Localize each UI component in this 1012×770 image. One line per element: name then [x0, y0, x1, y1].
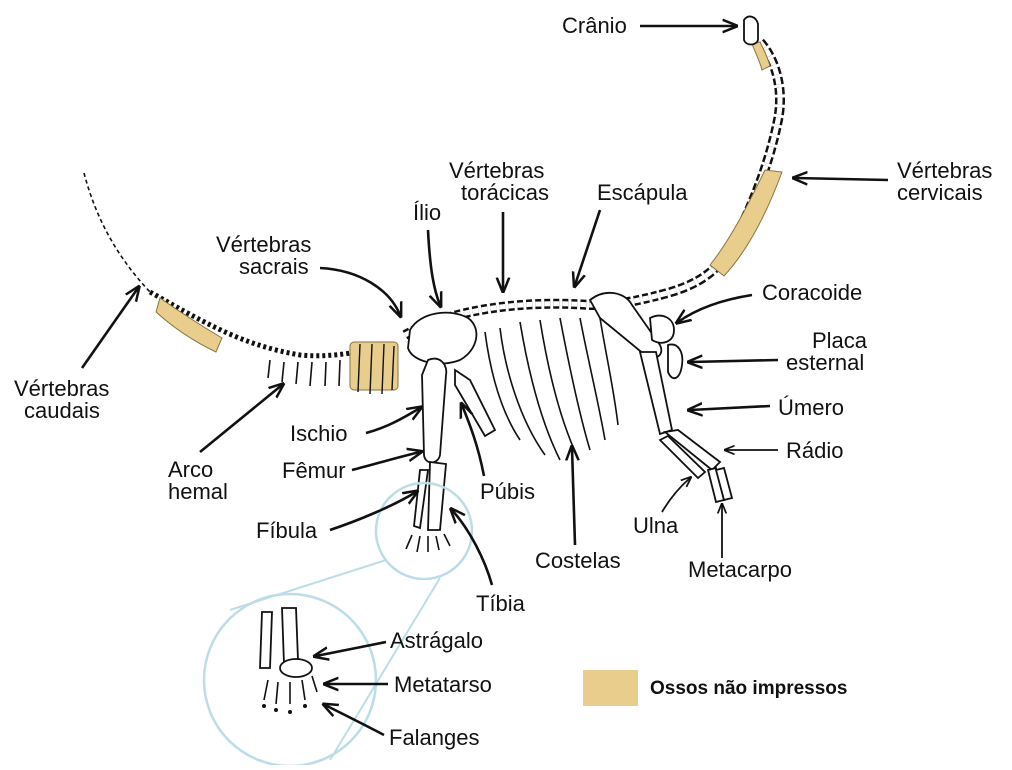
label-fibula: Fíbula [256, 518, 318, 543]
sacral-highlight [350, 342, 398, 390]
arrow-vertebras-cervicais [795, 178, 888, 180]
label-cranio: Crânio [562, 13, 627, 38]
label-metacarpo: Metacarpo [688, 557, 792, 582]
cervical-highlight [710, 170, 782, 276]
label-ulna: Ulna [633, 513, 679, 538]
arrow-costelas [572, 448, 575, 545]
label-femur: Fêmur [282, 458, 346, 483]
legend-swatch [583, 670, 638, 706]
femur-bone [422, 359, 446, 463]
caudal-highlight [156, 298, 222, 352]
arrow-vertebras-caudais [82, 288, 138, 368]
arrow-ulna [662, 478, 690, 512]
label-radio: Rádio [786, 438, 843, 463]
skull-bone [744, 17, 758, 45]
label-tibia: Tíbia [476, 591, 526, 616]
zoom-foot-detail [260, 608, 312, 677]
label-metatarso: Metatarso [394, 672, 492, 697]
label-falanges: Falanges [389, 725, 480, 750]
arrow-vertebras-sacrais [320, 268, 400, 315]
label-astragalo: Astrágalo [390, 628, 483, 653]
label-escapula: Escápula [597, 180, 688, 205]
arrow-ilio [428, 230, 440, 305]
arrow-umero [690, 406, 770, 410]
label-ilio: Ílio [413, 200, 441, 225]
sternal-plate-bone [668, 344, 682, 378]
label-costelas: Costelas [535, 548, 621, 573]
arrow-placa-esternal [690, 360, 778, 362]
legend-label: Ossos não impressos [650, 678, 847, 699]
ilium-bone [408, 313, 476, 364]
foot-small [406, 534, 450, 552]
label-ischio: Ischio [290, 421, 347, 446]
tail-tip [84, 173, 150, 292]
ribs [485, 318, 618, 460]
coracoid-bone [650, 316, 674, 343]
arrow-coracoide [678, 295, 752, 322]
fibula-bone [414, 470, 428, 528]
label-coracoide: Coracoide [762, 280, 862, 305]
label-umero: Úmero [778, 395, 844, 420]
arrow-fibula [330, 492, 416, 530]
pubis-bone [455, 370, 495, 436]
arrow-astragalo [316, 642, 386, 656]
hemal-arches [268, 360, 340, 386]
legend: Ossos não impressos [583, 670, 847, 706]
arrow-falanges [325, 705, 384, 735]
tibia-bone [428, 462, 446, 530]
label-pubis: Púbis [480, 479, 535, 504]
arrow-femur [352, 452, 420, 470]
arrow-escapula [575, 210, 600, 285]
arrow-ischio [366, 408, 420, 433]
arrow-arco-hemal [200, 385, 282, 452]
metacarpus-bones [708, 468, 732, 502]
